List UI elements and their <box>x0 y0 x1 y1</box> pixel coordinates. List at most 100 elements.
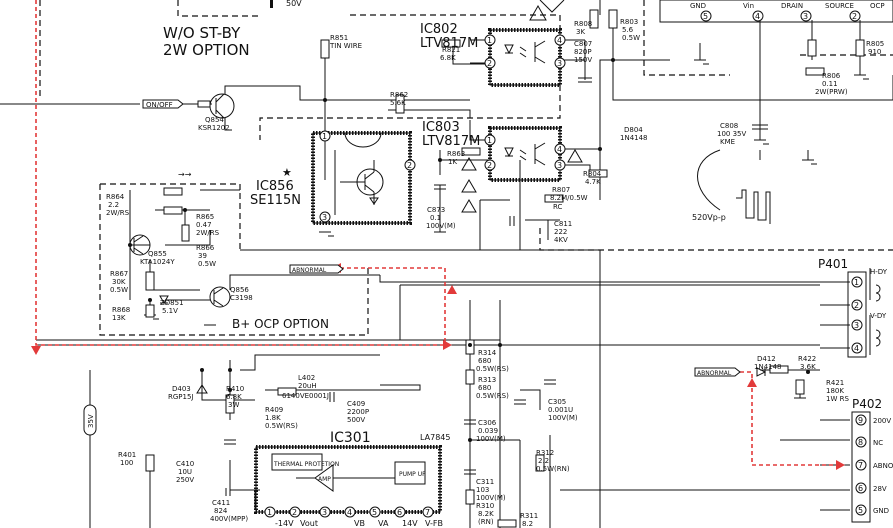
ic301-pinlabel7: V-FB <box>425 519 443 528</box>
c311-rating: 100V(M) <box>476 494 506 502</box>
ic301-pin4: 4 <box>347 508 352 517</box>
waveform-label: 520Vp-p <box>692 213 726 222</box>
ic803-name: IC803 <box>422 120 460 135</box>
ic856-pin3: 3 <box>322 213 327 222</box>
r409-rating: 0.5W(RS) <box>265 422 298 430</box>
ic802-name: IC802 <box>420 22 458 37</box>
ic856: 1 2 3 IC856 SE115N ★ <box>250 130 416 225</box>
r821-value: 6.8K <box>440 54 456 62</box>
ic301-pin1: 1 <box>267 508 272 517</box>
ic856-part: SE115N <box>250 193 301 208</box>
r864-rating: 2W/RS <box>106 209 130 217</box>
r805-ref: R805 <box>866 40 884 48</box>
r312-rating: 0.5W(RN) <box>536 465 570 473</box>
top-right-ic: GND Vin DRAIN SOURCE OCP 5 4 3 2 <box>659 0 893 23</box>
c409-value: 2200P <box>347 408 369 416</box>
fuse-mark: →→ <box>178 170 192 179</box>
ic802-pin4: 4 <box>557 36 562 45</box>
junction-dots <box>128 58 810 442</box>
b-ocp-section: B+ OCP OPTION →→ ABNORMAL <box>129 170 344 331</box>
r863-value: 1K <box>448 158 457 166</box>
r807-ref: R807 <box>552 186 570 194</box>
q856-ref: Q856 <box>230 286 249 294</box>
c311-value: 103 <box>476 486 489 494</box>
ic301-pinlabel6: 14V <box>402 519 418 528</box>
c305-value: 0.001U <box>548 406 573 414</box>
top-diamond-mark <box>539 0 565 13</box>
ic301-pinlabel5: VA <box>378 519 389 528</box>
l402-ref: L402 <box>298 374 315 382</box>
r410-rating: 3W <box>228 401 239 409</box>
r311-ref: R311 <box>520 512 538 520</box>
ic802-part: LTV817M <box>420 36 478 51</box>
p401-name: P401 <box>818 257 848 271</box>
r851-ref: R851 <box>330 34 348 42</box>
p402-pin6: 6 <box>858 484 863 493</box>
r807-type: RC <box>553 203 563 211</box>
ic301-pinlabel2: Vout <box>300 519 318 528</box>
c306-ref: C306 <box>478 419 497 427</box>
option-heading-line1: W/O ST-BY <box>163 24 241 42</box>
r804-value: 4.7K <box>585 178 601 186</box>
top-cut-label: 50V <box>286 0 302 8</box>
c811-ref: C811 <box>554 220 572 228</box>
option-heading-line2: 2W OPTION <box>163 41 250 59</box>
p401-vdy: V-DY <box>870 312 887 320</box>
r313-value: 680 <box>478 384 491 392</box>
c873-rating: 100V(M) <box>426 222 456 230</box>
ic301-pin2: 2 <box>292 508 297 517</box>
c807-rating: 150V <box>574 56 592 64</box>
c411-ref: C411 <box>212 499 230 507</box>
ic301-part: LA7845 <box>420 433 450 442</box>
ic301-name: IC301 <box>330 430 371 446</box>
c808-value: 100 35V <box>717 130 746 138</box>
zd851-ref: ZD851 <box>160 299 184 307</box>
r421-rating: 1W RS <box>826 395 849 403</box>
right-option-box <box>539 228 893 251</box>
r806-ref: R806 <box>822 72 841 80</box>
p402-pin5: 5 <box>858 506 863 515</box>
top-option-box <box>177 0 258 17</box>
capacitor-symbols <box>224 77 768 496</box>
r314-rating: 0.5W(RS) <box>476 365 509 373</box>
r422-value: 3.6K <box>800 363 816 371</box>
r310-value: 8.2K <box>478 510 494 518</box>
d804-value: 1N4148 <box>620 134 648 142</box>
ic301-pinlabel4: VB <box>354 519 365 528</box>
q855-ref: Q855 <box>148 250 167 258</box>
r821-ref: R821 <box>442 46 460 54</box>
ic802-pin3: 3 <box>557 59 562 68</box>
r806-value: 0.11 <box>822 80 838 88</box>
r862-value: 5.6K <box>390 99 406 107</box>
p401-pin2: 2 <box>854 301 859 310</box>
r410-ref: R410 <box>226 385 244 393</box>
d804-ref: D804 <box>624 126 643 134</box>
p402-200v: 200V <box>873 417 891 425</box>
d403-value: RGP15J <box>168 393 193 401</box>
c410-value: 10U <box>178 468 192 476</box>
ic301-pins: 1 2 3 4 5 6 7 -14V Vout VB VA 14V V-FB <box>264 506 443 528</box>
d412-value: 1N4148 <box>754 363 782 371</box>
c306-value: 0.039 <box>478 427 498 435</box>
p402-pin7: 7 <box>858 461 863 470</box>
c306-rating: 100V(M) <box>476 435 506 443</box>
r421-value: 180K <box>826 387 844 395</box>
ic856-name: IC856 <box>256 179 294 194</box>
top-ic-gnd: GND <box>690 2 706 10</box>
c811-rating: 4KV <box>554 236 568 244</box>
top-cut-mark <box>270 0 273 8</box>
ic803-part: LTV817M <box>422 134 480 149</box>
ic803-pin2: 2 <box>487 161 492 170</box>
r803-value: 5.6 <box>622 26 634 34</box>
ic856-pin2: 2 <box>407 161 412 170</box>
ic803: IC803 LTV817M 1 2 4 3 <box>422 120 583 213</box>
left-rail-label: 35V <box>87 414 95 428</box>
r312-value: 2.2 <box>538 457 549 465</box>
q854-ref: Q854 <box>205 116 224 124</box>
p402-gnd: GND <box>873 507 889 515</box>
ic803-pin4: 4 <box>557 145 562 154</box>
c808-ref: C808 <box>720 122 738 130</box>
p401-pin4: 4 <box>854 344 859 353</box>
r867-value: 30K <box>112 278 126 286</box>
top-ic-pin2: 2 <box>852 12 857 21</box>
